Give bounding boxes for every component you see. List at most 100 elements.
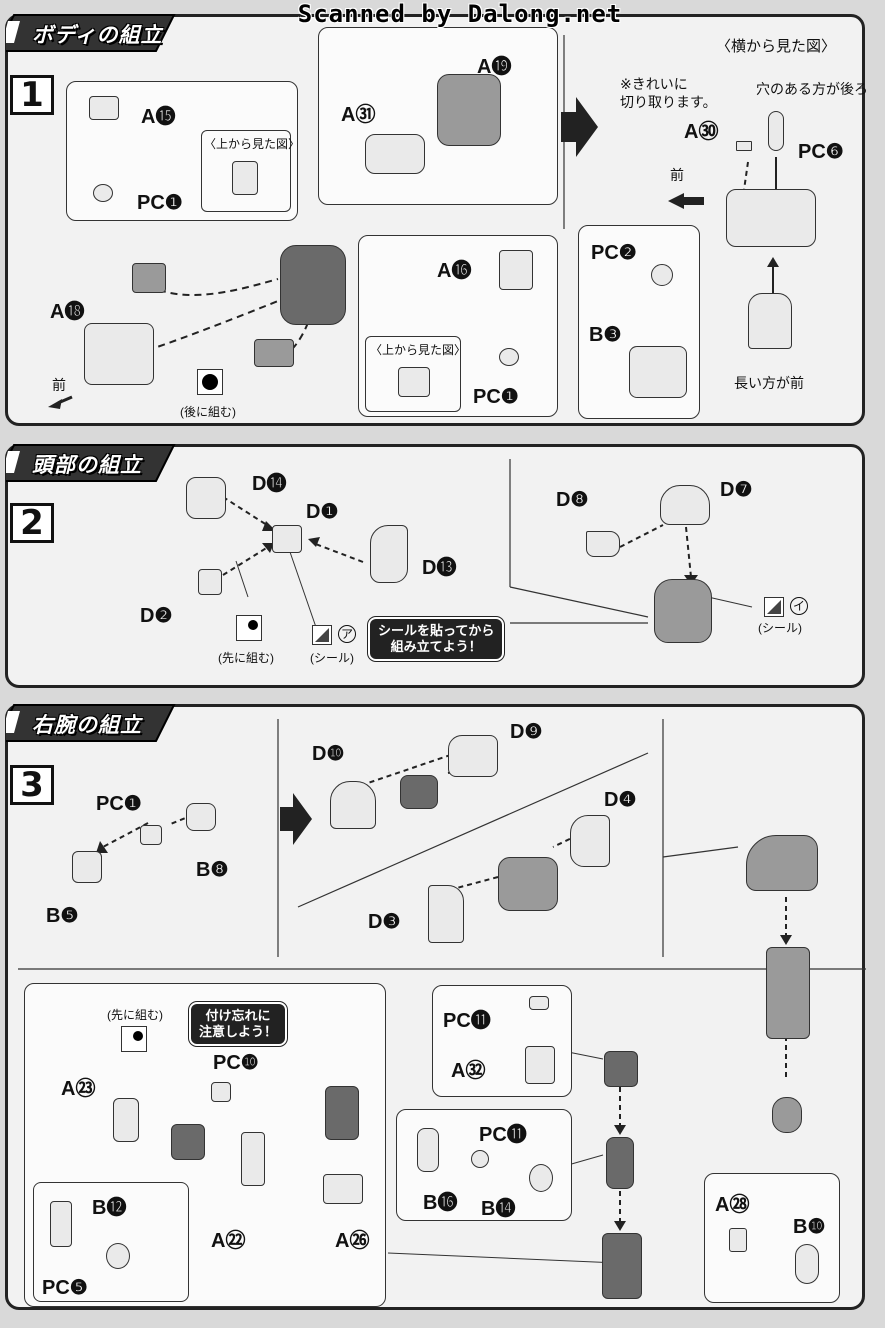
label-b3: B❸ [589, 324, 622, 346]
callout-a31-a19: A⓳ A㉛ [318, 27, 558, 205]
part-waist-joint [748, 293, 792, 349]
label-pc11-top: PC⓫ [443, 1010, 491, 1032]
part-torso-core [280, 245, 346, 325]
part-a32 [525, 1046, 555, 1084]
part-a23 [113, 1098, 139, 1142]
label-pc1-b: PC❶ [473, 386, 519, 408]
callout-hand-assembly: (先に組む) 付け忘れに 注意しよう！ PC❿ A㉓ A㉒ B⓬ PC❺ A㉖ [24, 983, 386, 1307]
badge-sticker-first: シールを貼ってから 組み立てよう！ [370, 619, 503, 659]
part-a31 [365, 134, 425, 174]
part-a15-left-arm-joint [132, 263, 166, 293]
part-b16 [417, 1128, 439, 1172]
section-right-arm-assembly: 右腕の組立 3 PC❶ [5, 703, 866, 1310]
part-d8 [586, 531, 620, 557]
label-b5: B❺ [46, 905, 79, 927]
part-d10 [330, 781, 376, 829]
part-pc6 [768, 111, 784, 151]
label-d10: D❿ [312, 743, 345, 765]
assemble-later-icon [197, 369, 223, 395]
part-a16 [499, 250, 533, 290]
label-d8: D❽ [556, 489, 589, 511]
callout-pc11-a32: PC⓫ A㉜ [432, 985, 572, 1097]
label-a23: A㉓ [61, 1078, 96, 1100]
label-d13: D⓭ [422, 557, 457, 579]
label-a18: A⓲ [50, 301, 85, 323]
part-pc10 [211, 1082, 231, 1102]
step-number: 3 [10, 765, 54, 805]
section-banner-body: ボディの組立 [6, 13, 176, 53]
step-number: 2 [10, 503, 54, 543]
section-banner-right-arm: 右腕の組立 [6, 703, 176, 743]
assemble-first-icon [236, 615, 262, 641]
label-pc10: PC❿ [213, 1052, 259, 1074]
sticker-a-icon [312, 625, 332, 645]
part-d1 [272, 525, 302, 553]
label-sticker-a: (シール) [310, 651, 354, 665]
callout-a28-b10: A㉘ B❿ [704, 1173, 840, 1303]
part-top-view-a16 [398, 367, 430, 397]
label-pc5: PC❺ [42, 1277, 88, 1299]
part-head-assembled [654, 579, 712, 643]
label-side-view: 〈横から見た図〉 [716, 38, 837, 55]
part-a19 [437, 74, 501, 146]
label-a32: A㉜ [451, 1060, 486, 1082]
part-a28 [729, 1228, 747, 1252]
label-a19: A⓳ [477, 56, 512, 78]
part-b5 [72, 851, 102, 883]
label-pc1: PC❶ [96, 793, 142, 815]
part-b3 [629, 346, 687, 398]
part-wrist-armor [325, 1086, 359, 1140]
section-body-assembly: ボディの組立 1 A⓯ PC❶ 〈上から見た図〉 [5, 13, 868, 426]
part-d13 [370, 525, 408, 583]
part-d3 [428, 885, 464, 943]
label-a15: A⓯ [141, 106, 176, 128]
label-b10: B❿ [793, 1216, 826, 1238]
label-sticker-b: (シール) [758, 621, 802, 635]
part-pc2 [651, 264, 673, 286]
label-a28: A㉘ [715, 1194, 750, 1216]
label-d9: D❾ [510, 721, 543, 743]
part-d2 [198, 569, 222, 595]
label-b16: B⓰ [423, 1192, 458, 1214]
part-pc1 [93, 184, 113, 202]
section-banner-head: 頭部の組立 [6, 443, 176, 483]
part-b8 [186, 803, 216, 831]
assemble-first-icon [121, 1026, 147, 1052]
sticker-b-mark: イ [790, 597, 808, 615]
part-pc1-b [499, 348, 519, 366]
part-pc5 [106, 1243, 130, 1269]
label-front-1: 前 [52, 377, 66, 393]
label-assemble-first: (先に組む) [107, 1008, 163, 1022]
part-hand-core [171, 1124, 205, 1160]
part-a30 [736, 141, 752, 151]
label-b8: B❽ [196, 859, 229, 881]
label-d3: D❸ [368, 911, 401, 933]
label-a26: A㉖ [335, 1230, 370, 1252]
inset-b12-pc5: B⓬ PC❺ [33, 1182, 189, 1302]
part-b14 [529, 1164, 553, 1192]
label-pc2: PC❷ [591, 242, 637, 264]
sticker-a-mark: ア [338, 625, 356, 643]
label-a30: A㉚ [684, 121, 719, 143]
callout-a15-pc1: A⓯ PC❶ 〈上から見た図〉 [66, 81, 300, 221]
inset-top-view-2: 〈上から見た図〉 [365, 336, 466, 412]
inset-top-view-1: 〈上から見た図〉 [201, 130, 300, 212]
label-a31: A㉛ [341, 104, 376, 126]
step-number: 1 [10, 75, 54, 115]
part-elbow-joint [400, 775, 438, 809]
label-hole-back: 穴のある方が後ろ [756, 81, 868, 97]
part-forearm-lower [602, 1233, 642, 1299]
scan-credit: Scanned by Dalong.net [297, 0, 623, 28]
label-pc6: PC❻ [798, 141, 844, 163]
part-top-view-a15 [232, 161, 258, 195]
part-shoulder-joint [772, 1097, 802, 1133]
part-pc11-top [529, 996, 549, 1010]
label-pc1: PC❶ [137, 192, 183, 214]
part-pc11-mid [471, 1150, 489, 1168]
part-b12 [50, 1201, 72, 1247]
label-d2: D❷ [140, 605, 173, 627]
part-a16-right-joint [254, 339, 294, 367]
part-d7 [660, 485, 710, 525]
callout-pc2-b3: PC❷ B❸ [578, 225, 700, 419]
part-upper-arm [766, 947, 810, 1039]
